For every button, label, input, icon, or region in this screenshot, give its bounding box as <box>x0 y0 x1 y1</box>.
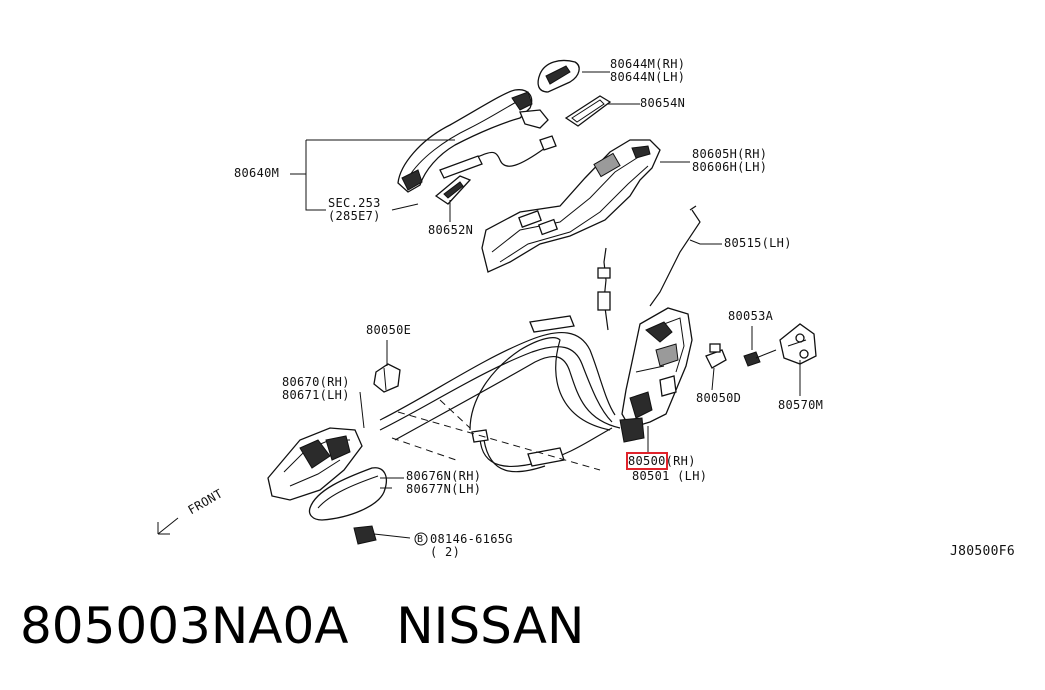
screw-part[interactable] <box>743 349 777 367</box>
inner-escutcheon-part[interactable] <box>308 467 387 521</box>
cable-connector <box>539 135 557 151</box>
caption-brand: NISSAN <box>396 597 585 655</box>
lock-actuator-part[interactable] <box>619 307 693 443</box>
upper-cable <box>603 247 609 331</box>
label-rod[interactable]: 80515(LH) <box>724 236 792 250</box>
label-diagram-code: J80500F6 <box>950 544 1016 559</box>
label-inner-escutcheon[interactable]: 80676N(RH) 80677N(LH) <box>406 469 482 496</box>
cable-outer-a <box>379 332 616 421</box>
label-lock-actuator-rh[interactable]: 80500 <box>626 452 668 470</box>
label-lock-actuator-lh[interactable]: 80501 (LH) <box>632 469 708 483</box>
label-grommet-d[interactable]: 80050D <box>696 391 742 405</box>
label-handle-frame[interactable]: 80605H(RH) 80606H(LH) <box>692 147 768 174</box>
label-gasket-outer[interactable]: 80654N <box>640 96 686 110</box>
clip-part[interactable] <box>373 363 401 393</box>
label-sec-ref[interactable]: SEC.253 (285E7) <box>328 196 381 223</box>
outside-handle-part[interactable] <box>397 89 549 193</box>
label-striker[interactable]: 80570M <box>778 398 824 412</box>
caption-part-number: 805003NA0A <box>20 597 349 655</box>
label-lock-actuator-rh-row: 80500(RH) <box>626 452 696 470</box>
cable-inner-a <box>394 355 621 441</box>
handle-escutcheon-part[interactable] <box>537 59 580 93</box>
label-outside-handle[interactable]: 80640M <box>234 166 280 180</box>
cable-loop <box>469 337 611 431</box>
caption: 805003NA0A NISSAN <box>20 596 584 656</box>
cable-outer-b <box>379 346 613 431</box>
bolt-part[interactable] <box>353 525 411 545</box>
label-handle-escutcheon[interactable]: 80644M(RH) 80644N(LH) <box>610 57 686 84</box>
grommet-part[interactable] <box>705 343 727 369</box>
label-bolt-marker: B <box>417 534 424 545</box>
front-arrow-icon <box>157 517 179 535</box>
label-lock-actuator-rh-side: (RH) <box>665 454 696 468</box>
gasket-small-part[interactable] <box>434 175 472 205</box>
label-clip-e[interactable]: 80050E <box>366 323 412 337</box>
gasket-outer-part[interactable] <box>564 95 612 127</box>
label-screw-a[interactable]: 80053A <box>728 309 774 323</box>
handle-frame-part[interactable] <box>481 139 661 273</box>
handle-cable <box>469 147 546 167</box>
label-gasket-small[interactable]: 80652N <box>428 223 474 237</box>
bolt-marker-circle <box>414 532 428 546</box>
striker-part[interactable] <box>779 323 817 365</box>
rod-part[interactable] <box>649 209 701 307</box>
cable-end <box>439 155 483 179</box>
label-inside-handle[interactable]: 80670(RH) 80671(LH) <box>282 375 350 402</box>
inside-handle-part[interactable] <box>267 427 363 501</box>
leader-lines <box>290 71 801 489</box>
label-bolt[interactable]: 08146-6165G ( 2) <box>430 532 513 559</box>
